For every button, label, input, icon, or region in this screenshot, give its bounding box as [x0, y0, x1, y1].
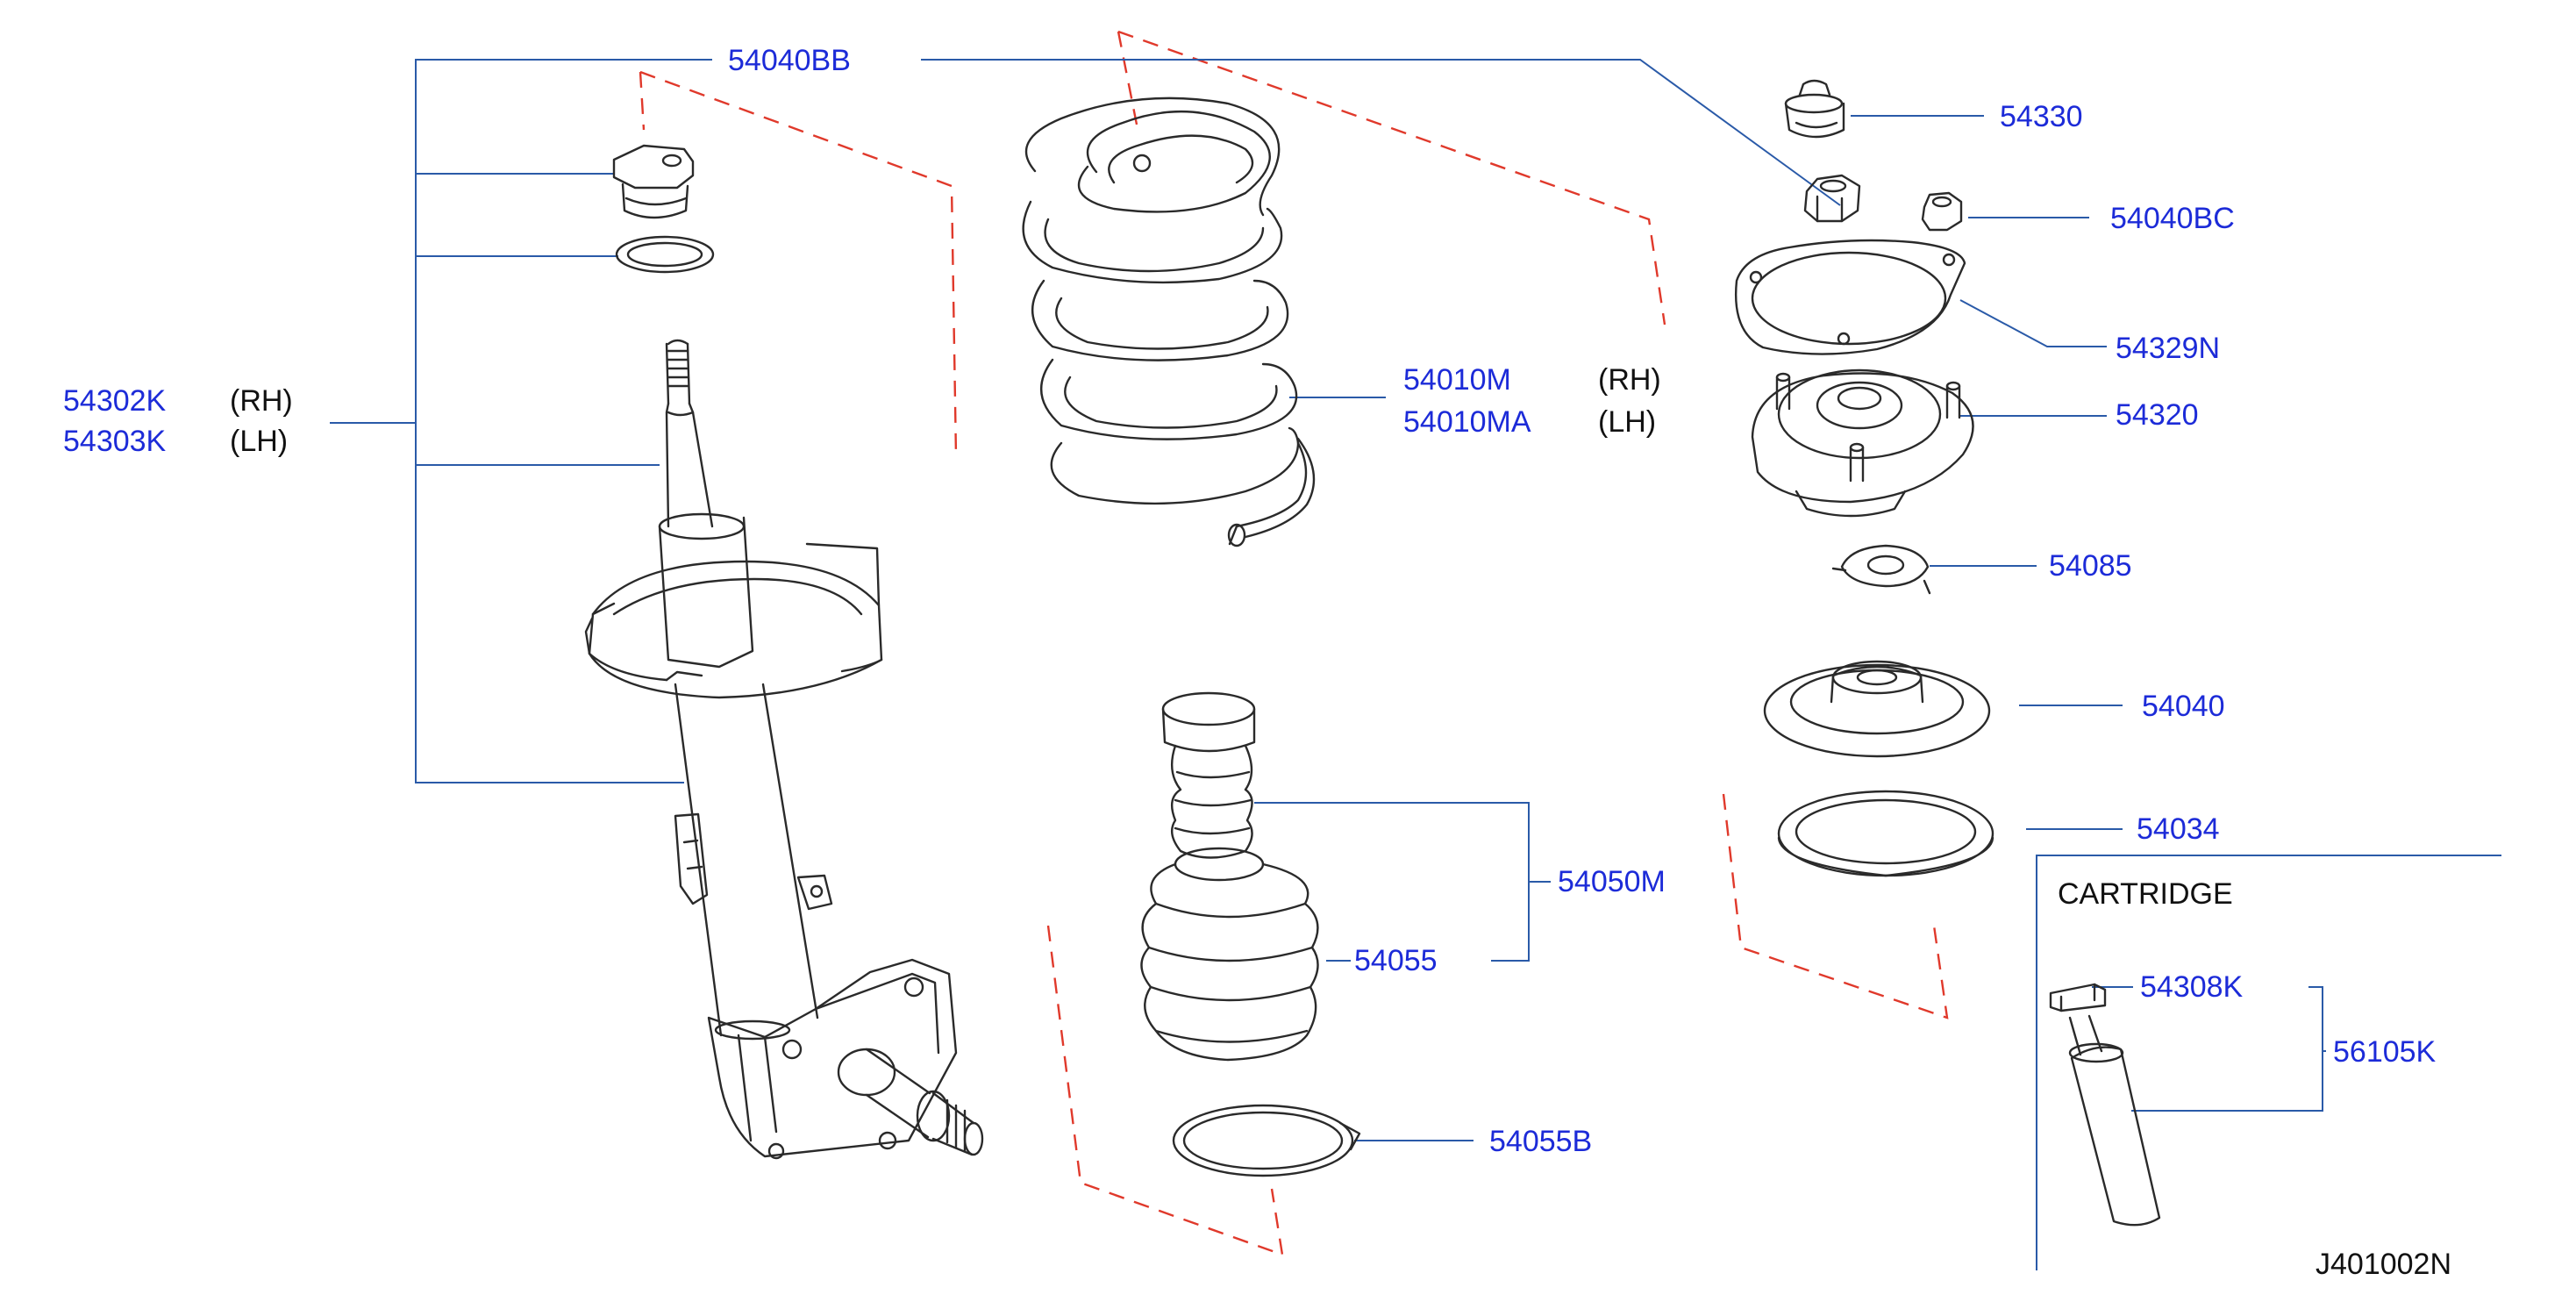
label-54010M-side: (RH)	[1598, 363, 1661, 397]
label-54050M: 54050M	[1558, 865, 1666, 898]
strut-assembly	[584, 144, 984, 1160]
leader-lines	[330, 59, 2501, 1270]
coil-spring	[1022, 97, 1316, 547]
label-54302K: 54302K	[63, 384, 167, 418]
label-54085: 54085	[2049, 549, 2132, 583]
label-56105K: 56105K	[2333, 1035, 2437, 1069]
label-54308K: 54308K	[2140, 970, 2244, 1004]
cartridge-label: CARTRIDGE	[2058, 877, 2233, 911]
label-54302K-side: (RH)	[230, 384, 293, 418]
cartridge-parts	[2049, 983, 2161, 1227]
label-54040BC: 54040BC	[2110, 202, 2235, 235]
label-54055: 54055	[1354, 944, 1438, 977]
label-54010MA: 54010MA	[1403, 405, 1531, 439]
label-54010MA-side: (LH)	[1598, 405, 1656, 439]
part-labels: 54040BB 54302K (RH) 54303K (LH) 54010M (…	[63, 44, 2451, 1281]
label-54010M: 54010M	[1403, 363, 1511, 397]
label-54320: 54320	[2116, 398, 2199, 432]
label-54330: 54330	[2000, 100, 2083, 133]
assembly-dashed-lines	[639, 30, 1949, 1256]
drawing-code: J401002N	[2316, 1248, 2451, 1281]
label-54034: 54034	[2137, 812, 2220, 846]
label-54055B: 54055B	[1489, 1125, 1592, 1158]
label-54040BB: 54040BB	[728, 44, 851, 77]
label-54303K: 54303K	[63, 425, 167, 458]
dust-boot	[1140, 847, 1319, 1062]
label-54303K-side: (LH)	[230, 425, 288, 458]
bump-stop	[1161, 691, 1256, 859]
clamp-ring	[1172, 1104, 1361, 1177]
upper-mount-parts	[1735, 79, 1994, 877]
label-54329N: 54329N	[2116, 332, 2220, 365]
label-54040: 54040	[2142, 690, 2225, 723]
